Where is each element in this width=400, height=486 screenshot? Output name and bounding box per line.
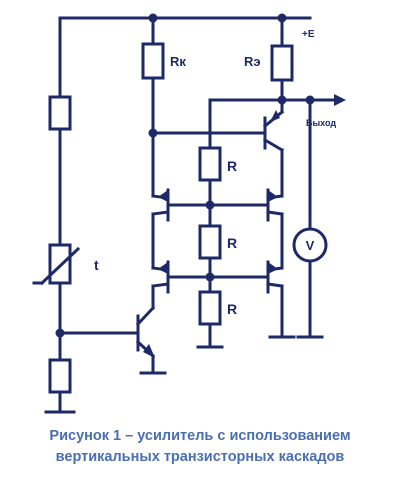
collector-resistor bbox=[141, 42, 165, 80]
ladder-resistor-2 bbox=[198, 224, 222, 260]
label-thermistor: t bbox=[94, 257, 99, 273]
label-voltmeter: V bbox=[306, 238, 315, 253]
divider-resistor-bottom bbox=[48, 358, 72, 394]
figure-caption: Рисунок 1 – усилитель с использованием в… bbox=[0, 426, 400, 468]
ground-stubs bbox=[44, 335, 324, 414]
label-r1: R bbox=[227, 158, 237, 174]
voltmeter bbox=[292, 98, 328, 338]
divider-branch bbox=[32, 16, 81, 414]
transistor-right-2 bbox=[266, 260, 284, 294]
circuit-diagram: Rк Rэ +E Выход R R R t V bbox=[32, 13, 346, 414]
label-supply: +E bbox=[302, 29, 315, 40]
transistor-right-1 bbox=[266, 188, 284, 222]
transistor-left-2 bbox=[151, 260, 170, 294]
supply-rail bbox=[58, 13, 312, 23]
collector-branch bbox=[141, 16, 267, 310]
resistor-ladder bbox=[166, 146, 270, 348]
transistor-left-1 bbox=[151, 188, 170, 222]
emitter-branch bbox=[208, 16, 346, 338]
transistor-input bbox=[58, 305, 156, 374]
ladder-resistor-3 bbox=[198, 290, 222, 326]
label-output: Выход bbox=[306, 118, 336, 128]
label-r2: R bbox=[227, 235, 237, 251]
caption-line-2: вертикальных транзисторных каскадов bbox=[55, 449, 345, 465]
divider-resistor-top bbox=[48, 95, 72, 131]
label-rk: Rк bbox=[170, 54, 186, 69]
thermistor bbox=[32, 243, 81, 286]
emitter-resistor bbox=[270, 44, 294, 82]
caption-line-1: Рисунок 1 – усилитель с использованием bbox=[49, 428, 351, 444]
label-re: Rэ bbox=[244, 54, 261, 69]
label-r3: R bbox=[227, 301, 237, 317]
ladder-resistor-1 bbox=[198, 146, 222, 182]
transistor-output bbox=[218, 109, 285, 153]
